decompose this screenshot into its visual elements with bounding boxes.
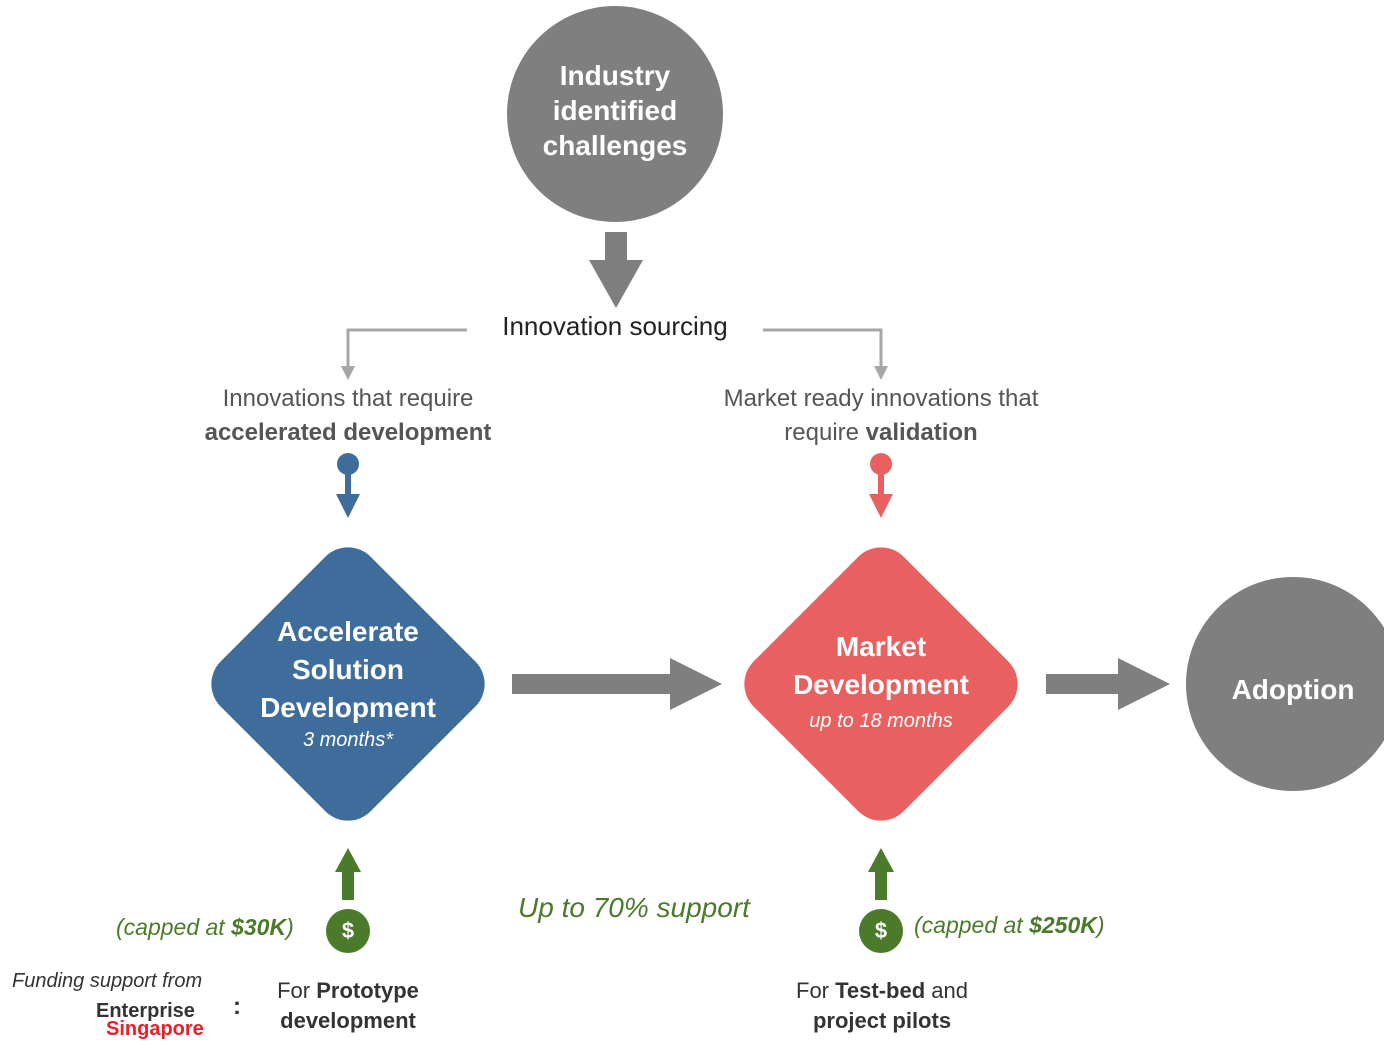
market-node-label: Market Development up to 18 months bbox=[771, 628, 991, 738]
right-cap-suffix: ) bbox=[1096, 912, 1105, 938]
market-node-line1: Market bbox=[835, 631, 927, 662]
left-purpose-bold2: development bbox=[280, 1008, 416, 1033]
funding-source-label: Funding support from bbox=[12, 970, 203, 992]
enterprise-singapore-logo: Enterprise Singapore bbox=[96, 1000, 226, 1040]
left-branch-line1: Innovations that require bbox=[222, 385, 474, 412]
logo-line2: Singapore bbox=[106, 1018, 204, 1040]
down-arrow bbox=[589, 232, 643, 308]
right-purpose-bold1: Test-bed bbox=[835, 978, 926, 1003]
right-cap-amount: $250K bbox=[1029, 912, 1097, 938]
left-cap-amount: $30K bbox=[231, 914, 287, 940]
right-branch-line1: Market ready innovations that bbox=[723, 385, 1039, 412]
accelerate-node-diamond bbox=[211, 547, 485, 821]
accelerate-node-line1: Accelerate bbox=[277, 616, 419, 647]
left-cap-prefix: (capped at bbox=[116, 914, 232, 940]
left-branch-connector bbox=[346, 328, 467, 368]
accelerate-node-line2: Solution bbox=[292, 654, 404, 685]
dollar-icon: $ bbox=[326, 909, 370, 953]
left-cap-suffix: ) bbox=[286, 914, 294, 940]
top-node-label: Industry identified challenges bbox=[520, 58, 710, 163]
left-purpose-label: For Prototype development bbox=[240, 976, 456, 1036]
top-node-line3: challenges bbox=[542, 130, 688, 161]
left-funding-cap: (capped at $30K) bbox=[116, 914, 316, 941]
right-branch-label: Market ready innovations that require va… bbox=[690, 382, 1072, 450]
support-label: Up to 70% support bbox=[518, 892, 750, 923]
logo-line1: Enterprise bbox=[96, 1000, 195, 1022]
left-branch-label: Innovations that require accelerated dev… bbox=[160, 382, 536, 450]
red-pin-arrow bbox=[869, 453, 893, 518]
accelerate-to-market-arrow bbox=[512, 658, 722, 710]
sourcing-label: Innovation sourcing bbox=[502, 311, 728, 341]
right-branch-line2-bold: validation bbox=[865, 419, 978, 446]
adoption-node-circle bbox=[1186, 577, 1384, 791]
right-funding-cap: (capped at $250K) bbox=[914, 912, 1134, 939]
right-purpose-bold2: project pilots bbox=[812, 1008, 952, 1033]
left-branch-arrowhead bbox=[341, 366, 355, 380]
left-funding-arrow bbox=[335, 848, 361, 900]
accelerate-node-duration: 3 months* bbox=[302, 729, 394, 751]
right-branch-line2-prefix: require bbox=[784, 419, 866, 446]
market-node-diamond bbox=[744, 547, 1018, 821]
market-node-line2: Development bbox=[793, 669, 969, 700]
blue-pin-arrow bbox=[336, 453, 360, 518]
accelerate-node-line3: Development bbox=[260, 692, 436, 723]
right-purpose-prefix: For bbox=[796, 978, 836, 1003]
right-cap-prefix: (capped at bbox=[914, 912, 1030, 938]
top-node-circle bbox=[507, 6, 723, 222]
right-purpose-label: For Test-bed and project pilots bbox=[772, 976, 992, 1036]
top-node-line1: Industry bbox=[559, 60, 671, 91]
market-node-duration: up to 18 months bbox=[809, 710, 953, 732]
market-to-adoption-arrow bbox=[1046, 658, 1170, 710]
adoption-node-label: Adoption bbox=[1231, 674, 1355, 705]
left-purpose-bold1: Prototype bbox=[316, 978, 419, 1003]
right-branch-connector bbox=[763, 328, 883, 368]
dollar-icon: $ bbox=[859, 909, 903, 953]
right-branch-arrowhead bbox=[874, 366, 888, 380]
top-node-line2: identified bbox=[552, 95, 678, 126]
right-funding-arrow bbox=[868, 848, 894, 900]
accelerate-node-label: Accelerate Solution Development 3 months… bbox=[238, 613, 458, 753]
right-purpose-middle: and bbox=[925, 978, 968, 1003]
left-purpose-prefix: For bbox=[277, 978, 317, 1003]
funding-source-separator: : bbox=[233, 993, 241, 1020]
left-branch-line2: accelerated development bbox=[204, 419, 492, 446]
